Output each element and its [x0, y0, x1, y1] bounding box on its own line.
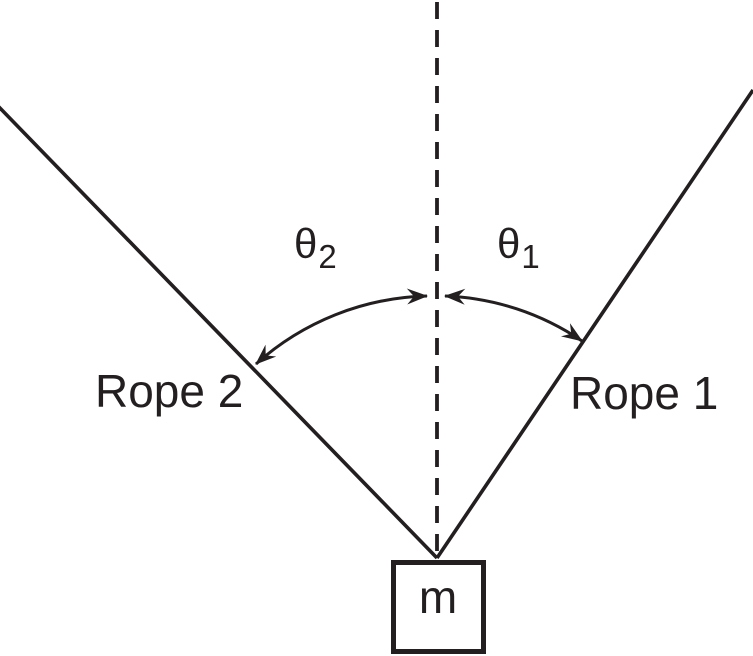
- mass-box: [391, 560, 486, 654]
- angle2-subscript: 2: [318, 238, 336, 275]
- angle1-symbol: θ: [497, 220, 520, 267]
- rope1-line: [435, 88, 753, 560]
- angle2-label: θ2: [294, 220, 337, 275]
- angle1-arc-arrow: [444, 288, 583, 343]
- angle2-symbol: θ: [294, 220, 317, 267]
- angle2-arc-arrow: [254, 288, 428, 366]
- rope2-line: [0, 105, 439, 560]
- rope2-label: Rope 2: [95, 365, 243, 417]
- angle1-subscript: 1: [521, 238, 539, 275]
- mass-label: m: [419, 571, 457, 623]
- rope1-label: Rope 1: [570, 367, 718, 419]
- angle1-label: θ1: [497, 220, 540, 275]
